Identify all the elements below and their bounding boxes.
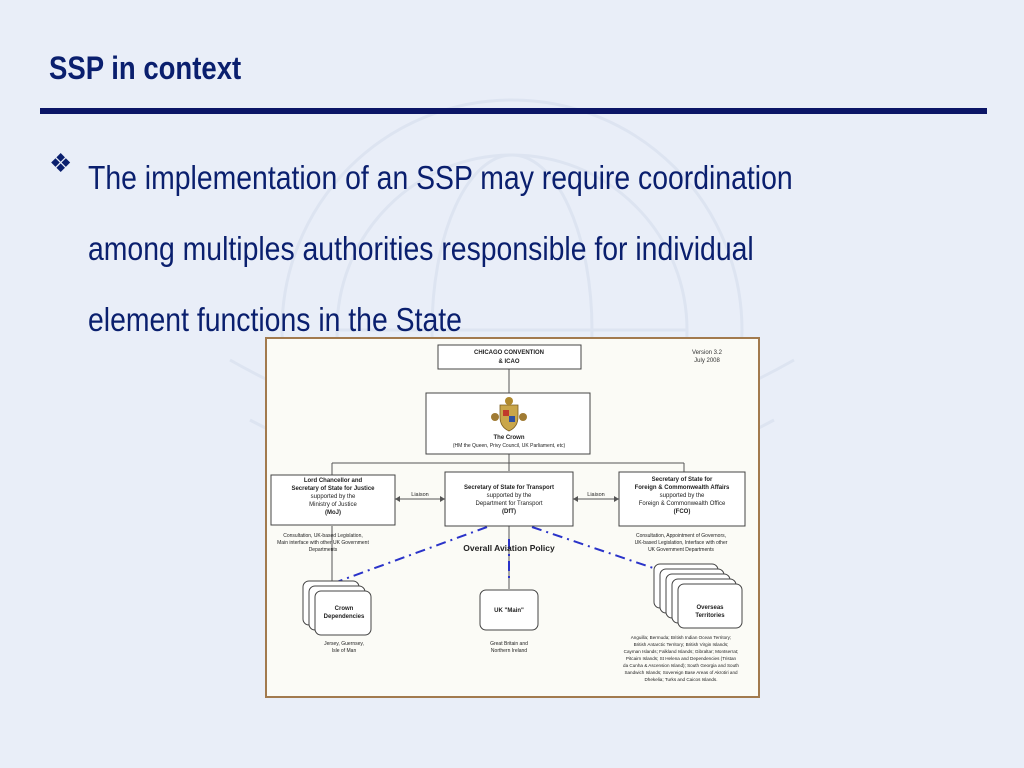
moj-label-line: Ministry of Justice — [309, 502, 357, 508]
version-label-line: July 2008 — [694, 358, 720, 364]
overseas-note-line: da Cunha & Ascension Island); South Geor… — [623, 663, 739, 668]
overseas-note-line: Dhekelia; Turks and Caicos Islands. — [644, 677, 717, 682]
dft-label-line: Secretary of State for Transport — [464, 485, 554, 491]
crown-dep-note-line: Jersey, Guernsey, — [324, 641, 364, 647]
fco-note-line: Consultation, Appointment of Governors, — [636, 533, 726, 539]
bullet-line: among multiples authorities responsible … — [88, 230, 754, 267]
moj-label-line: Secretary of State for Justice — [291, 486, 375, 492]
overseas-territories-label: Territories — [695, 613, 725, 619]
moj-note-line: Departments — [309, 547, 338, 553]
uk-main-note-line: Northern Ireland — [491, 648, 527, 654]
bullet-line: The implementation of an SSP may require… — [88, 159, 793, 196]
fco-label-line: Foreign & Commonwealth Office — [639, 501, 726, 507]
dft-label-line: supported by the — [487, 493, 532, 499]
overseas-note-line: British Antarctic Territory; British Vir… — [634, 642, 729, 647]
uk-main-note-line: Great Britain and — [490, 641, 528, 647]
overseas-note-line: Sandwich Islands; Sovereign Base Areas o… — [624, 670, 738, 675]
royal-coat-of-arms-icon — [491, 397, 527, 432]
liaison-label: Liaison — [587, 492, 604, 498]
fco-label-line: (FCO) — [674, 509, 691, 515]
fco-label-line: Foreign & Commonwealth Affairs — [635, 485, 730, 491]
overall-aviation-policy-label: Overall Aviation Policy — [463, 543, 555, 553]
moj-note-line: Consultation, UK-based Legislation, — [283, 533, 363, 539]
overseas-territories-label: Overseas — [696, 605, 724, 611]
fco-label-line: supported by the — [660, 493, 705, 499]
chicago-label-line: CHICAGO CONVENTION — [474, 350, 544, 356]
crown-label: The Crown — [494, 435, 525, 441]
dft-label-line: Department for Transport — [475, 501, 542, 507]
bullet-text: The implementation of an SSP may require… — [88, 142, 914, 355]
crown-sub-label: (HM the Queen, Privy Council, UK Parliam… — [453, 443, 566, 449]
overseas-note-line: Pitcairn Islands; St Helena and Dependen… — [626, 656, 737, 661]
crown-dep-note-line: Isle of Man — [332, 648, 357, 654]
moj-note-line: Main interface with other UK Government — [277, 540, 369, 546]
uk-ssp-organization-diagram: CHICAGO CONVENTION & ICAO The Crown (HM … — [265, 337, 760, 698]
version-label-line: Version 3.2 — [692, 350, 723, 356]
title-underline — [40, 108, 987, 114]
diamond-bullet-icon: ❖ — [49, 148, 73, 178]
moj-label-line: (MoJ) — [325, 510, 341, 516]
crown-dependencies-label: Crown — [335, 606, 354, 612]
moj-label-line: Lord Chancellor and — [304, 478, 363, 484]
fco-note-line: UK-based Legislation, Interface with oth… — [635, 540, 728, 546]
fco-label-line: Secretary of State for — [652, 477, 713, 483]
bullet-line: element functions in the State — [88, 301, 462, 338]
uk-main-label: UK "Main" — [494, 608, 524, 614]
chicago-label-line: & ICAO — [499, 359, 520, 365]
overseas-note-line: Cayman Islands; Falkland Islands; Gibral… — [624, 649, 739, 654]
moj-label-line: supported by the — [311, 494, 356, 500]
fco-note-line: UK Government Departments — [648, 547, 714, 553]
overseas-note-line: Anguilla; Bermuda; British Indian Ocean … — [631, 635, 732, 640]
crown-dependencies-label: Dependencies — [324, 614, 365, 620]
liaison-label: Liaison — [411, 492, 428, 498]
dft-label-line: (DfT) — [502, 509, 516, 515]
slide-title: SSP in context — [49, 50, 242, 86]
